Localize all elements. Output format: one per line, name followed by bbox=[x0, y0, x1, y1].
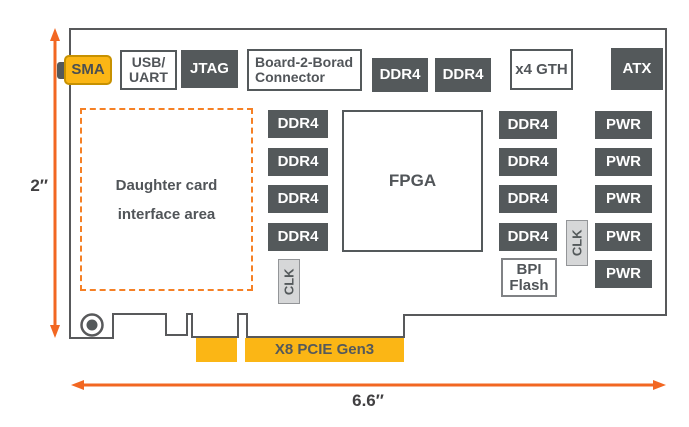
mounting-hole-center bbox=[86, 319, 98, 331]
pcie-label: X8 PCIE Gen3 bbox=[274, 341, 375, 359]
sma-label: SMA bbox=[71, 61, 105, 79]
pwr-2: PWR bbox=[595, 148, 652, 176]
ddr4-label: DDR4 bbox=[379, 66, 421, 84]
pwr-1: PWR bbox=[595, 111, 652, 139]
height-dimension-label: 2″ bbox=[30, 176, 48, 195]
pwr-4: PWR bbox=[595, 223, 652, 251]
width-dimension-arrow bbox=[71, 380, 666, 390]
atx-block: ATX bbox=[611, 48, 663, 90]
pwr-label: PWR bbox=[606, 153, 641, 171]
bpi-flash-label-line1: BPI bbox=[516, 260, 542, 278]
fpga-label: FPGA bbox=[388, 171, 437, 191]
ddr4-label: DDR4 bbox=[507, 190, 549, 208]
ddr4-label: DDR4 bbox=[277, 115, 319, 133]
atx-label: ATX bbox=[622, 60, 652, 78]
sma-block: SMA bbox=[64, 55, 112, 85]
bpi-flash-label-line2: Flash bbox=[509, 276, 549, 294]
usb-uart-label-line2: UART bbox=[129, 69, 168, 85]
ddr4-right-2: DDR4 bbox=[499, 148, 557, 176]
clk-label: CLK bbox=[569, 229, 585, 257]
ddr4-left-1: DDR4 bbox=[268, 110, 328, 138]
usb-uart-block: USB/ UART bbox=[120, 50, 177, 90]
usb-uart-label-line1: USB/ bbox=[131, 54, 166, 71]
ddr4-label: DDR4 bbox=[507, 116, 549, 134]
pcie-finger-short bbox=[196, 338, 237, 362]
sma-connector-barrel bbox=[57, 62, 68, 79]
daughter-card-area: Daughter card interface area bbox=[80, 108, 253, 291]
board-2-board-connector-block: Board-2-Borad Connector bbox=[247, 49, 362, 91]
ddr4-left-4: DDR4 bbox=[268, 223, 328, 251]
pwr-label: PWR bbox=[606, 190, 641, 208]
fpga-block: FPGA bbox=[342, 110, 483, 252]
ddr4-label: DDR4 bbox=[277, 190, 319, 208]
ddr4-label: DDR4 bbox=[507, 153, 549, 171]
ddr4-label: DDR4 bbox=[277, 153, 319, 171]
pwr-5: PWR bbox=[595, 260, 652, 288]
ddr4-left-2: DDR4 bbox=[268, 148, 328, 176]
clk-left-block: CLK bbox=[278, 259, 300, 304]
bpi-flash-block: BPI Flash bbox=[501, 258, 557, 297]
pwr-label: PWR bbox=[606, 265, 641, 283]
b2b-label-line2: Connector bbox=[255, 69, 325, 85]
ddr4-left-3: DDR4 bbox=[268, 185, 328, 213]
width-dimension-label: 6.6″ bbox=[352, 391, 384, 410]
ddr4-label: DDR4 bbox=[277, 228, 319, 246]
board-outline bbox=[69, 28, 667, 339]
b2b-label-line1: Board-2-Borad bbox=[255, 54, 354, 71]
daughter-card-label-line2: interface area bbox=[117, 205, 216, 223]
jtag-block: JTAG bbox=[181, 50, 238, 88]
x4-gth-label: x4 GTH bbox=[515, 60, 568, 78]
jtag-label: JTAG bbox=[190, 60, 229, 78]
pwr-label: PWR bbox=[606, 228, 641, 246]
x4-gth-block: x4 GTH bbox=[510, 49, 573, 90]
ddr4-top-2: DDR4 bbox=[435, 58, 491, 92]
ddr4-right-3: DDR4 bbox=[499, 185, 557, 213]
clk-right-block: CLK bbox=[566, 220, 588, 266]
ddr4-label: DDR4 bbox=[507, 228, 549, 246]
ddr4-right-1: DDR4 bbox=[499, 111, 557, 139]
clk-label: CLK bbox=[281, 268, 297, 295]
ddr4-label: DDR4 bbox=[442, 66, 484, 84]
ddr4-right-4: DDR4 bbox=[499, 223, 557, 251]
daughter-card-label-line1: Daughter card bbox=[115, 176, 218, 194]
pwr-3: PWR bbox=[595, 185, 652, 213]
pwr-label: PWR bbox=[606, 116, 641, 134]
height-dimension-arrow bbox=[50, 28, 60, 338]
ddr4-top-1: DDR4 bbox=[372, 58, 428, 92]
pcie-finger-x8: X8 PCIE Gen3 bbox=[245, 338, 404, 362]
